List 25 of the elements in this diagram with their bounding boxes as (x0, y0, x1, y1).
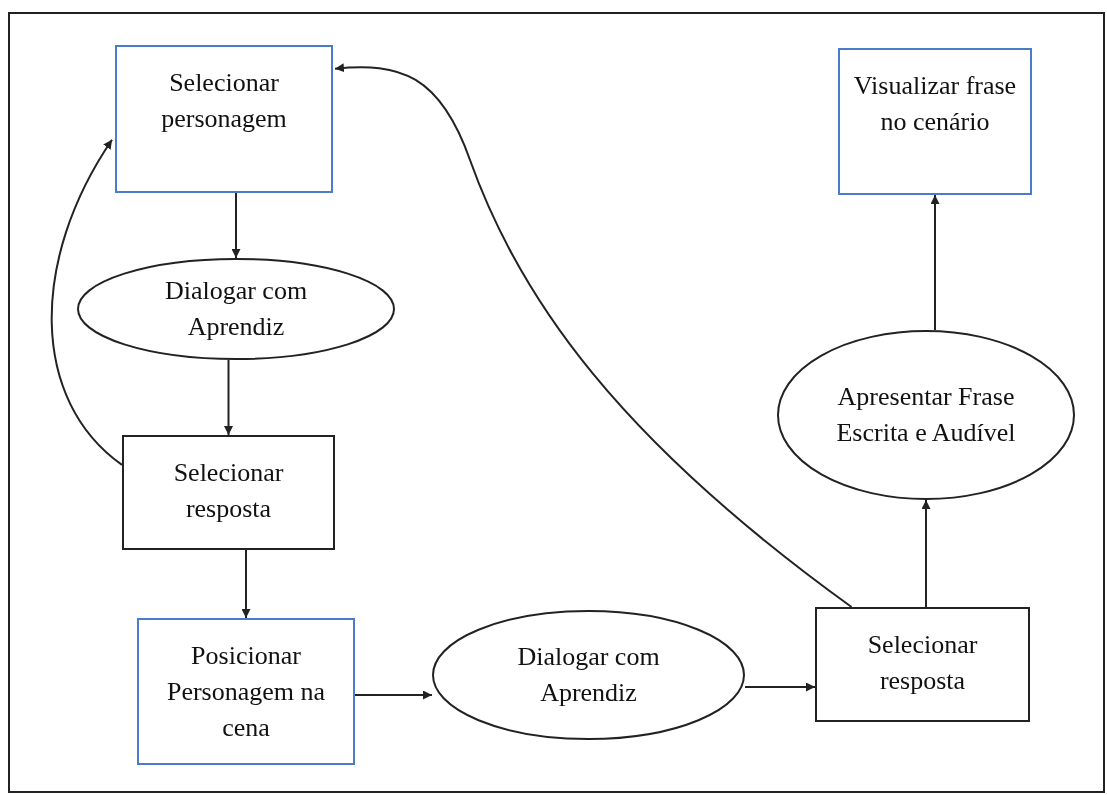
process-box (838, 48, 1032, 195)
node-label: Posicionar Personagem na cena (165, 640, 327, 744)
process-box (815, 607, 1030, 722)
process-ellipse (777, 330, 1075, 500)
process-box (115, 45, 333, 193)
arrow (50, 138, 123, 466)
process-ellipse (432, 610, 745, 740)
arrow (930, 194, 940, 331)
node-label: Apresentar Frase Escrita e Audível (835, 381, 1017, 449)
arrow (231, 192, 241, 259)
node-label: Selecionar personagem (160, 67, 288, 135)
arrow (241, 549, 251, 619)
process-ellipse (77, 258, 395, 360)
node-label: Selecionar resposta (172, 457, 285, 525)
node-label: Selecionar resposta (866, 629, 979, 697)
node-label: Dialogar com Aprendiz (516, 641, 661, 709)
arrow (334, 63, 853, 608)
process-box (137, 618, 355, 765)
process-box (122, 435, 335, 550)
arrow (354, 690, 433, 700)
arrow (224, 359, 233, 436)
node-label: Visualizar frase no cenário (852, 70, 1018, 138)
arrow (744, 682, 816, 692)
node-label: Dialogar com Aprendiz (163, 275, 309, 343)
arrow (921, 499, 931, 608)
